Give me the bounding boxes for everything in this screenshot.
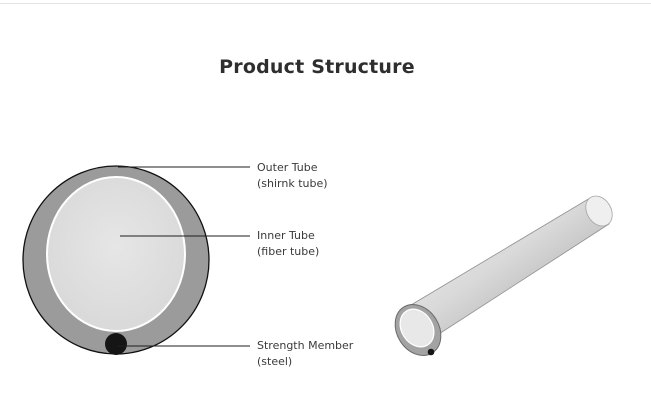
leader-lines: [118, 166, 250, 347]
page-title: Product Structure: [219, 56, 415, 78]
callout-strength-member-name: Strength Member: [257, 339, 354, 352]
callout-inner-tube-note: (fiber tube): [257, 245, 320, 258]
callout-strength-member-note: (steel): [257, 355, 293, 368]
cross-section: [22, 165, 210, 355]
callout-outer-tube-name: Outer Tube: [257, 161, 318, 174]
inner-tube: [46, 176, 186, 332]
tube-end-strength-member: [427, 348, 435, 356]
callout-outer-tube-note: (shirnk tube): [257, 177, 328, 190]
tube-illustration: [394, 195, 613, 356]
callout-strength-member: Strength Member (steel): [257, 338, 353, 370]
top-divider: [0, 3, 651, 4]
callout-inner-tube: Inner Tube (fiber tube): [257, 228, 319, 260]
tube-end-inner: [399, 308, 435, 348]
strength-member: [105, 333, 127, 355]
callout-inner-tube-name: Inner Tube: [257, 229, 315, 242]
callout-outer-tube: Outer Tube (shirnk tube): [257, 160, 328, 192]
